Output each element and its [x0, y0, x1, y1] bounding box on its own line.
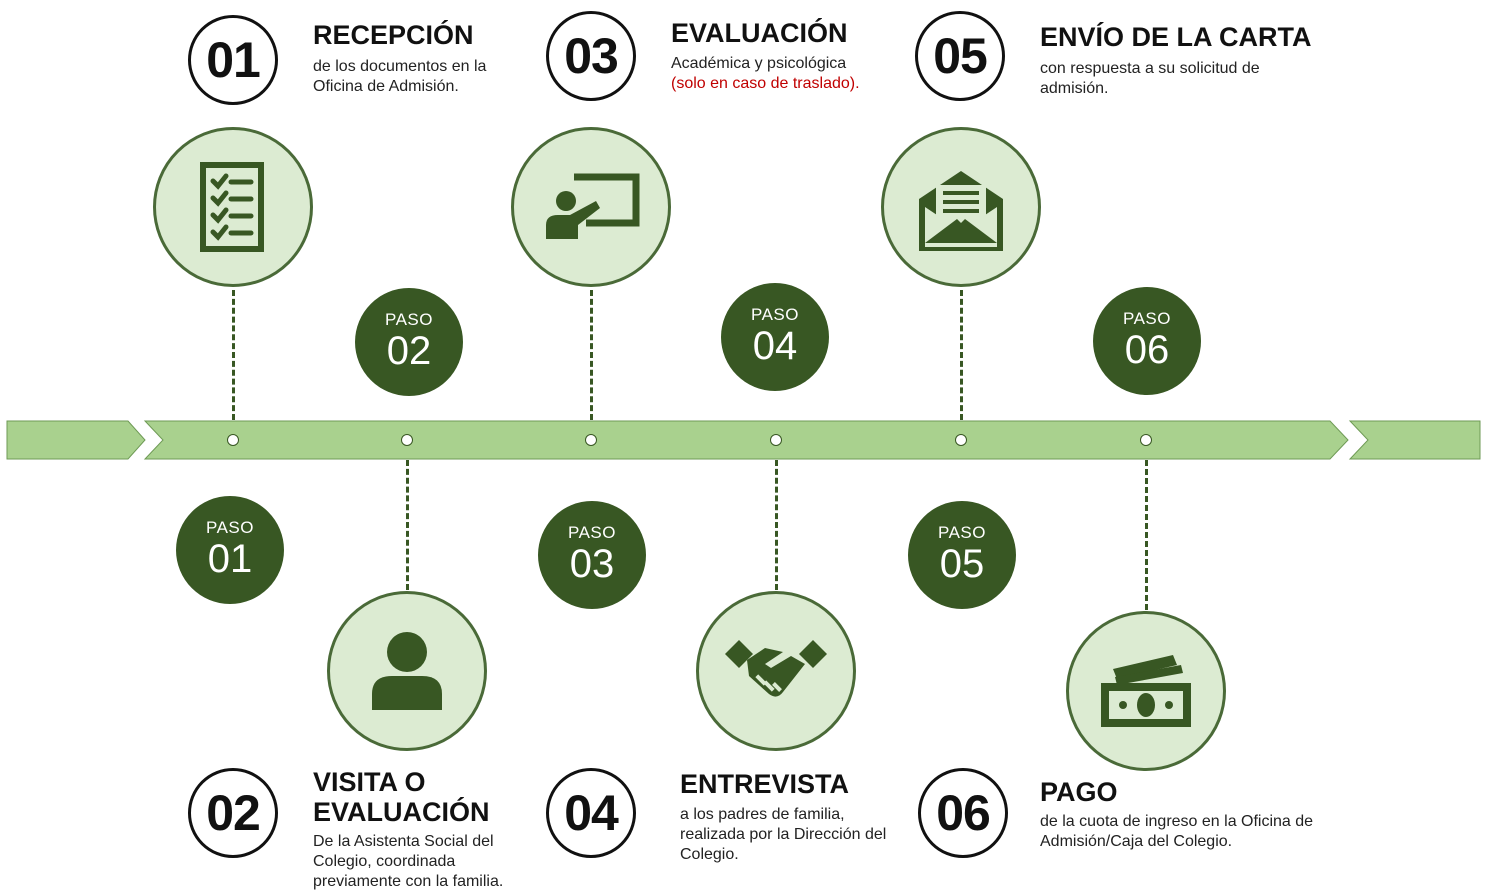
step-number-04: 04: [546, 768, 636, 858]
timeline-dot-06: [1140, 434, 1152, 446]
step-icon-circle-01: [153, 127, 313, 287]
timeline-dot-03: [585, 434, 597, 446]
step-desc-05: con respuesta a su solicitud de admisión…: [1040, 60, 1260, 97]
paso-label: PASO: [938, 523, 986, 542]
step-desc-03: Académica y psicológica (solo en caso de…: [671, 54, 901, 94]
step-number-03: 03: [546, 11, 636, 101]
paso-label: PASO: [751, 305, 799, 324]
connector-step-02: [406, 460, 409, 590]
step-number-05: 05: [915, 11, 1005, 101]
paso-badge-06: PASO 06: [1093, 287, 1201, 395]
handshake-icon: [725, 640, 827, 697]
checklist-icon: [200, 162, 264, 252]
connector-step-04: [775, 460, 778, 590]
timeline-dot-02: [401, 434, 413, 446]
timeline-dot-04: [770, 434, 782, 446]
paso-badge-01: PASO 01: [176, 496, 284, 604]
timeline-arrow-main: [143, 420, 1349, 460]
step-desc-01: de los documentos en la Oficina de Admis…: [313, 58, 487, 95]
step-note-03: (solo en caso de traslado).: [671, 75, 860, 92]
paso-number: 01: [207, 537, 253, 581]
connector-step-05: [960, 290, 963, 420]
paso-label: PASO: [1123, 309, 1171, 328]
step-icon-circle-04: [696, 591, 856, 751]
paso-label: PASO: [568, 523, 616, 542]
paso-number: 03: [569, 542, 615, 586]
paso-badge-04: PASO 04: [721, 283, 829, 391]
step-desc-03-text: Académica y psicológica: [671, 55, 847, 72]
paso-label: PASO: [385, 310, 433, 329]
step-number-06: 06: [918, 768, 1008, 858]
connector-step-01: [232, 290, 235, 420]
step-desc-04: a los padres de familia, realizada por l…: [680, 806, 887, 863]
paso-number: 05: [939, 542, 985, 586]
step-title-03: EVALUACIÓN: [671, 18, 848, 48]
step-title-05: ENVÍO DE LA CARTA: [1040, 22, 1312, 52]
step-number-01: 01: [188, 15, 278, 105]
step-number-02: 02: [188, 768, 278, 858]
step-icon-circle-03: [511, 127, 671, 287]
step-title-06: PAGO: [1040, 777, 1118, 807]
paso-badge-05: PASO 05: [908, 501, 1016, 609]
step-desc-02: De la Asistenta Social del Colegio, coor…: [313, 833, 504, 890]
step-title-02: VISITA O EVALUACIÓN: [313, 767, 490, 827]
step-icon-circle-06: [1066, 611, 1226, 771]
presentation-board-icon: [546, 173, 640, 239]
paso-number: 02: [386, 329, 432, 373]
timeline-dot-01: [227, 434, 239, 446]
step-title-04: ENTREVISTA: [680, 769, 850, 799]
envelope-letter-icon: [919, 171, 1003, 251]
connector-step-03: [590, 290, 593, 420]
money-icon: [1101, 655, 1191, 727]
paso-number: 04: [752, 324, 798, 368]
step-icon-circle-02: [327, 591, 487, 751]
paso-badge-03: PASO 03: [538, 501, 646, 609]
timeline-arrow-left: [6, 420, 146, 460]
paso-badge-02: PASO 02: [355, 288, 463, 396]
paso-number: 06: [1124, 328, 1170, 372]
person-icon: [372, 632, 442, 710]
step-icon-circle-05: [881, 127, 1041, 287]
timeline-arrow-right: [1348, 420, 1481, 460]
paso-label: PASO: [206, 518, 254, 537]
connector-step-06: [1145, 460, 1148, 610]
step-desc-06: de la cuota de ingreso en la Oficina de …: [1040, 813, 1314, 850]
timeline-dot-05: [955, 434, 967, 446]
step-title-01: RECEPCIÓN: [313, 20, 474, 50]
